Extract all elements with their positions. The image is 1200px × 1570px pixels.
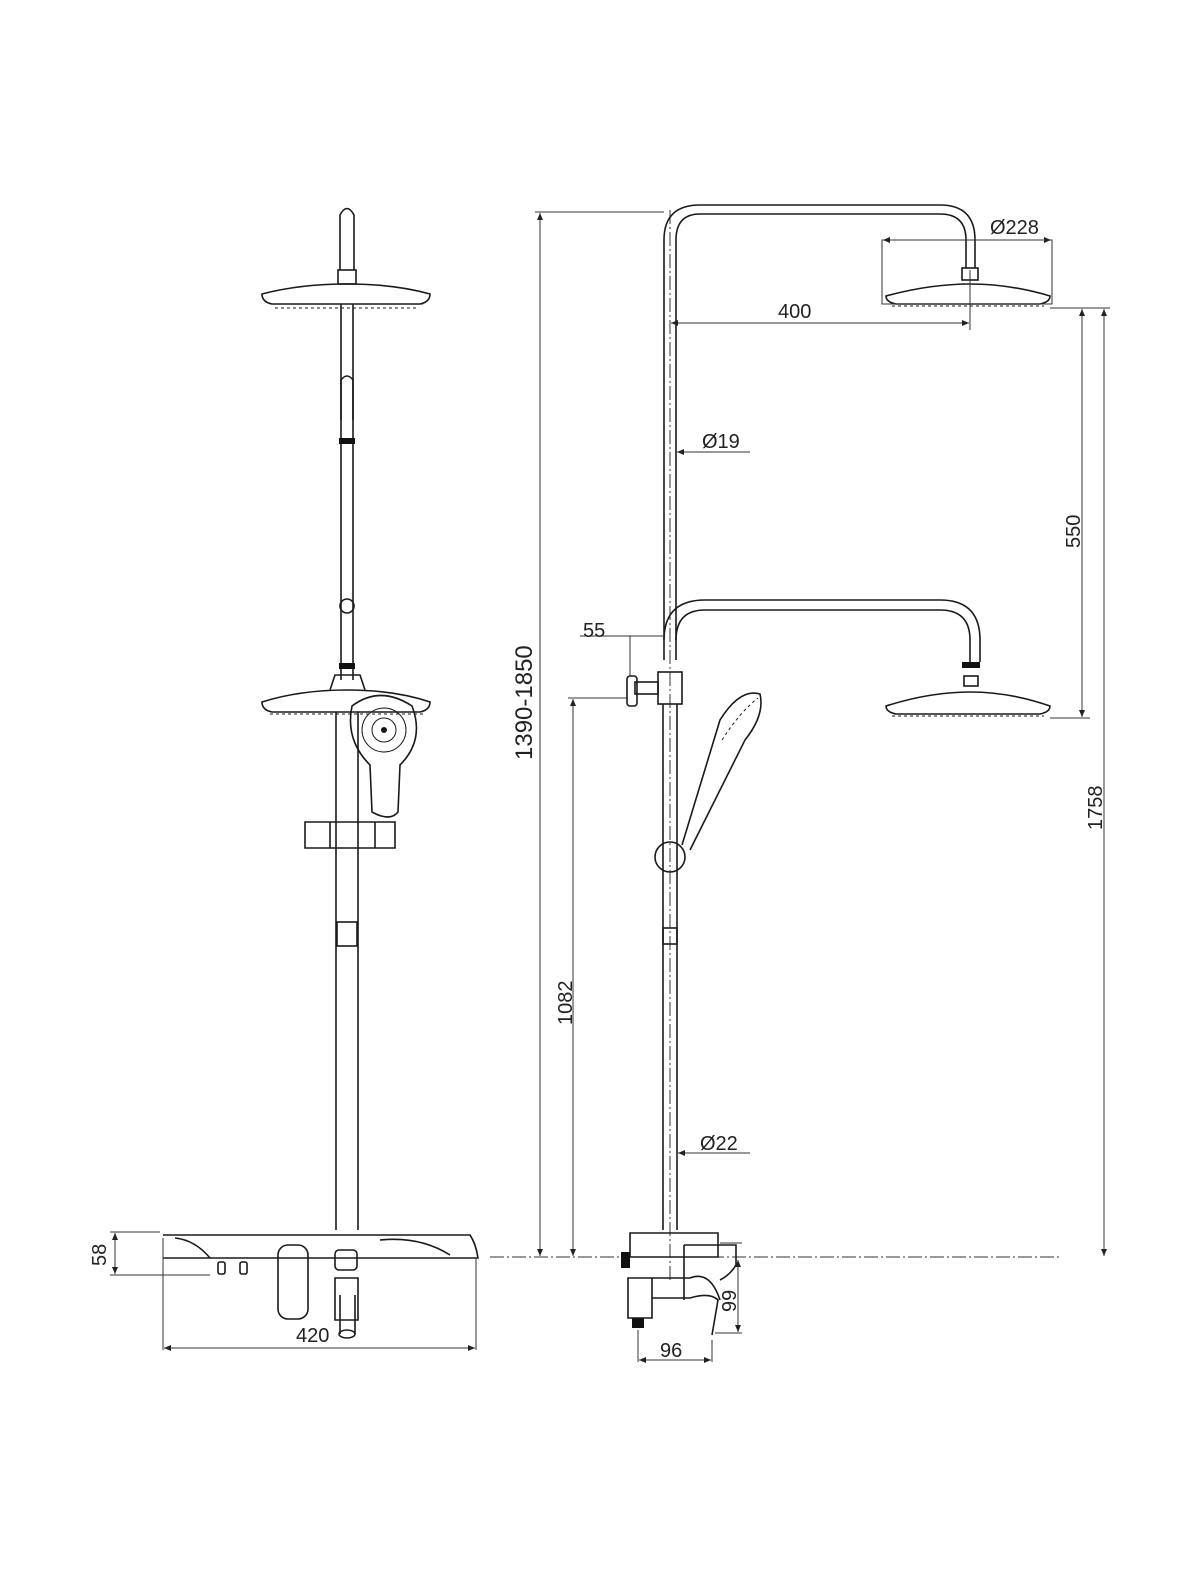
front-rain-head-lower [261, 674, 431, 715]
head-diameter-dimension: Ø228 [990, 217, 1039, 239]
front-slide-holder [304, 821, 396, 849]
front-view: 420 58 [89, 207, 479, 1351]
front-width-dimension: 420 [296, 1325, 329, 1347]
slide-range-dimension: 550 [1063, 515, 1085, 548]
front-height-dimension: 58 [89, 1244, 111, 1266]
front-mixer [163, 1234, 479, 1339]
spout-projection-dimension: 96 [660, 1340, 682, 1362]
lower-tube-diameter-dimension: Ø22 [700, 1133, 738, 1155]
front-upper-tube [340, 304, 354, 680]
offset-dimension: 55 [583, 620, 605, 642]
total-height-dimension: 1390-1850 [511, 645, 538, 760]
spout-height-dimension: 99 [719, 1290, 741, 1312]
front-rain-head-top [261, 207, 431, 309]
side-lower-arm [663, 599, 1051, 717]
side-upper-riser [663, 204, 976, 660]
arm-length-dimension: 400 [778, 301, 811, 323]
side-view: Ø228 400 Ø19 1390-1850 550 [490, 204, 1110, 1363]
mixer-to-holder-dimension: 1082 [555, 981, 577, 1026]
side-mixer [621, 1232, 737, 1336]
max-head-height-dimension: 1758 [1085, 786, 1107, 831]
side-diverter [626, 671, 683, 707]
upper-tube-diameter-dimension: Ø19 [702, 431, 740, 453]
side-hand-shower [654, 692, 762, 873]
